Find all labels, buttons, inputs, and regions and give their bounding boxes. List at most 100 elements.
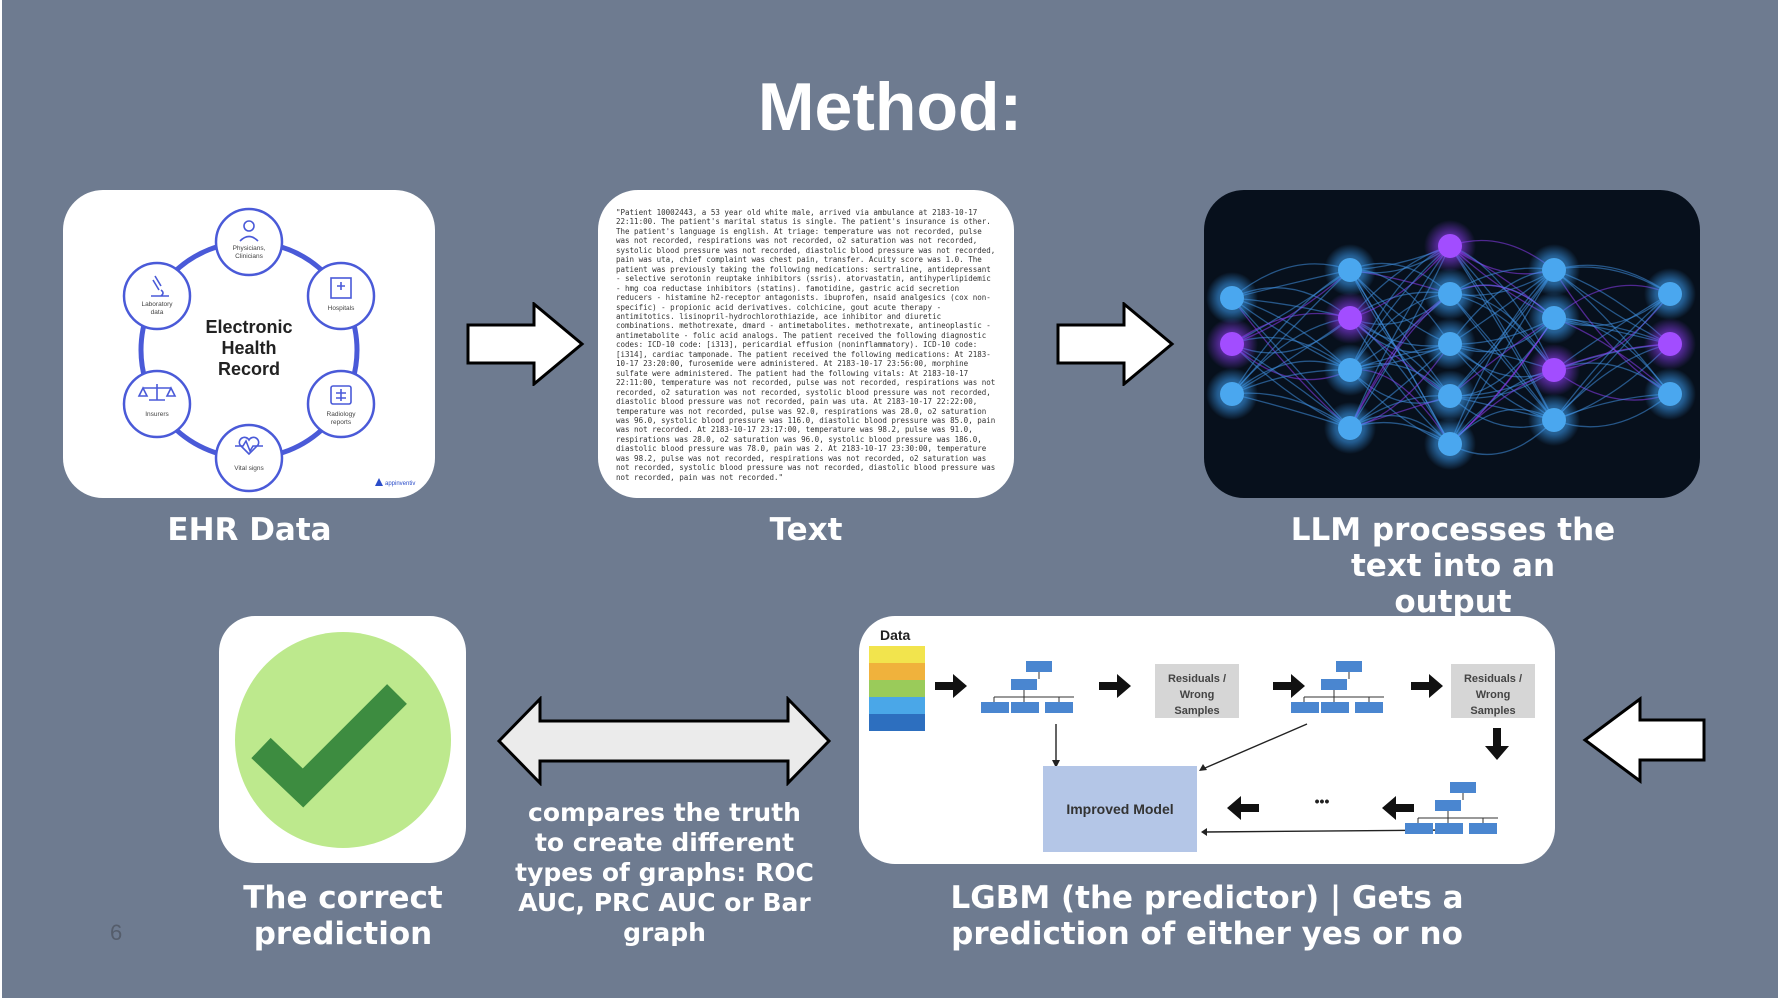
ehr-caption: EHR Data [167,512,332,548]
llm-panel [1204,190,1700,498]
data-stack-layer [869,663,925,680]
network-nodes [1206,220,1696,470]
decision-tree-icon [1405,782,1498,834]
left-arrow-icon [1382,796,1414,820]
network-node [1338,306,1362,330]
logo-text: appinventiv [385,481,415,487]
text-caption: Text [769,512,843,548]
ehr-node-label: Vital signs [234,465,264,472]
ehr-node-label: data [151,309,164,316]
hospital-icon [330,277,352,299]
network-node [1542,358,1566,382]
network-node [1438,234,1462,258]
right-arrow-icon [935,674,967,698]
ehr-diagram: Electronic Health Record Physicians, Cli… [122,207,415,493]
xray-icon [330,385,352,405]
ehr-node-insurers: Insurers [122,369,192,439]
data-stack-layer [869,646,925,663]
lgbm-trees [981,661,1498,834]
residual-label: Samples [1174,705,1219,717]
residual-label: Samples [1470,705,1515,717]
data-stack-layer [869,714,925,731]
left-arrow-icon [1582,696,1706,784]
network-node [1438,332,1462,356]
ehr-node-label: Laboratory [141,301,173,308]
residual-label: Wrong [1476,689,1511,701]
residual-label: Wrong [1180,689,1215,701]
ehr-center-line-1: Electronic [205,317,292,337]
right-arrow-icon [1099,674,1131,698]
appinventiv-logo: appinventiv [375,478,415,487]
down-arrow-icon [1485,728,1509,760]
ehr-node-label: Radiology [327,411,357,418]
network-node [1438,384,1462,408]
network-node [1338,416,1362,440]
right-arrow-icon [466,302,585,386]
network-node [1542,408,1566,432]
network-node [1542,258,1566,282]
lgbm-panel: Data Residuals / Wrong Samples Residuals… [859,616,1555,864]
microscope-icon [151,275,169,297]
improved-model-label: Improved Model [1066,801,1173,817]
lgbm-arrows [935,674,1509,836]
ehr-node-label: reports [331,419,352,426]
residual-label: Residuals / [1168,673,1226,685]
prediction-caption: The correct prediction [243,880,443,952]
ehr-panel: Electronic Health Record Physicians, Cli… [63,190,435,498]
right-arrow-icon [1411,674,1443,698]
ehr-center-line-3: Record [218,359,280,379]
llm-caption: LLM processes the text into an output [1290,512,1616,620]
network-node [1220,286,1244,310]
ehr-node-vital-signs: Vital signs [214,423,284,493]
decision-tree-icon [981,661,1074,713]
compare-caption: compares the truth to create different t… [515,798,814,947]
decision-tree-icon [1291,661,1384,713]
improved-model-box: Improved Model [1043,766,1197,852]
ehr-center-line-2: Health [221,338,276,358]
doctor-icon [239,220,259,242]
ehr-node-laboratory: Laboratory data [122,261,192,331]
ehr-node-label: Clinicians [235,253,264,260]
data-stack [869,646,925,731]
network-node [1658,332,1682,356]
neural-network-image [1206,220,1696,470]
ehr-node-physicians: Physicians, Clinicians [214,207,284,277]
lgbm-caption: LGBM (the predictor) | Gets a prediction… [950,880,1464,952]
ellipsis: ••• [1315,793,1330,809]
network-node [1542,306,1566,330]
network-node [1658,282,1682,306]
ehr-node-label: Hospitals [328,305,355,312]
page-number: 6 [110,920,123,945]
ehr-node-label: Insurers [145,411,169,418]
residuals-box-2: Residuals / Wrong Samples [1451,664,1535,718]
network-node [1220,332,1244,356]
right-arrow-icon [1273,674,1305,698]
ehr-node-radiology: Radiology reports [306,369,376,439]
network-node [1338,258,1362,282]
residual-label: Residuals / [1464,673,1522,685]
data-stack-layer [869,697,925,714]
slide-title: Method: [757,69,1023,145]
lgbm-diagram: Data Residuals / Wrong Samples Residuals… [869,627,1535,852]
left-arrow-icon [1227,796,1259,820]
checkmark-icon [235,632,451,848]
network-node [1220,382,1244,406]
ehr-node-hospitals: Hospitals [306,261,376,331]
text-panel: "Patient 10002443, a 53 year old white m… [598,190,1014,498]
network-node [1338,358,1362,382]
right-arrow-icon [1056,302,1175,386]
data-label: Data [880,627,911,643]
data-stack-layer [869,680,925,697]
ehr-node-label: Physicians, [233,245,266,252]
prediction-panel [219,616,466,863]
residuals-box-1: Residuals / Wrong Samples [1155,664,1239,718]
scale-icon [137,384,177,401]
double-arrow-icon [496,696,832,786]
heart-pulse-icon [235,436,263,456]
patient-record-text: "Patient 10002443, a 53 year old white m… [616,208,996,482]
network-node [1658,382,1682,406]
network-node [1438,282,1462,306]
connector-line [1204,723,1308,769]
network-node [1438,432,1462,456]
